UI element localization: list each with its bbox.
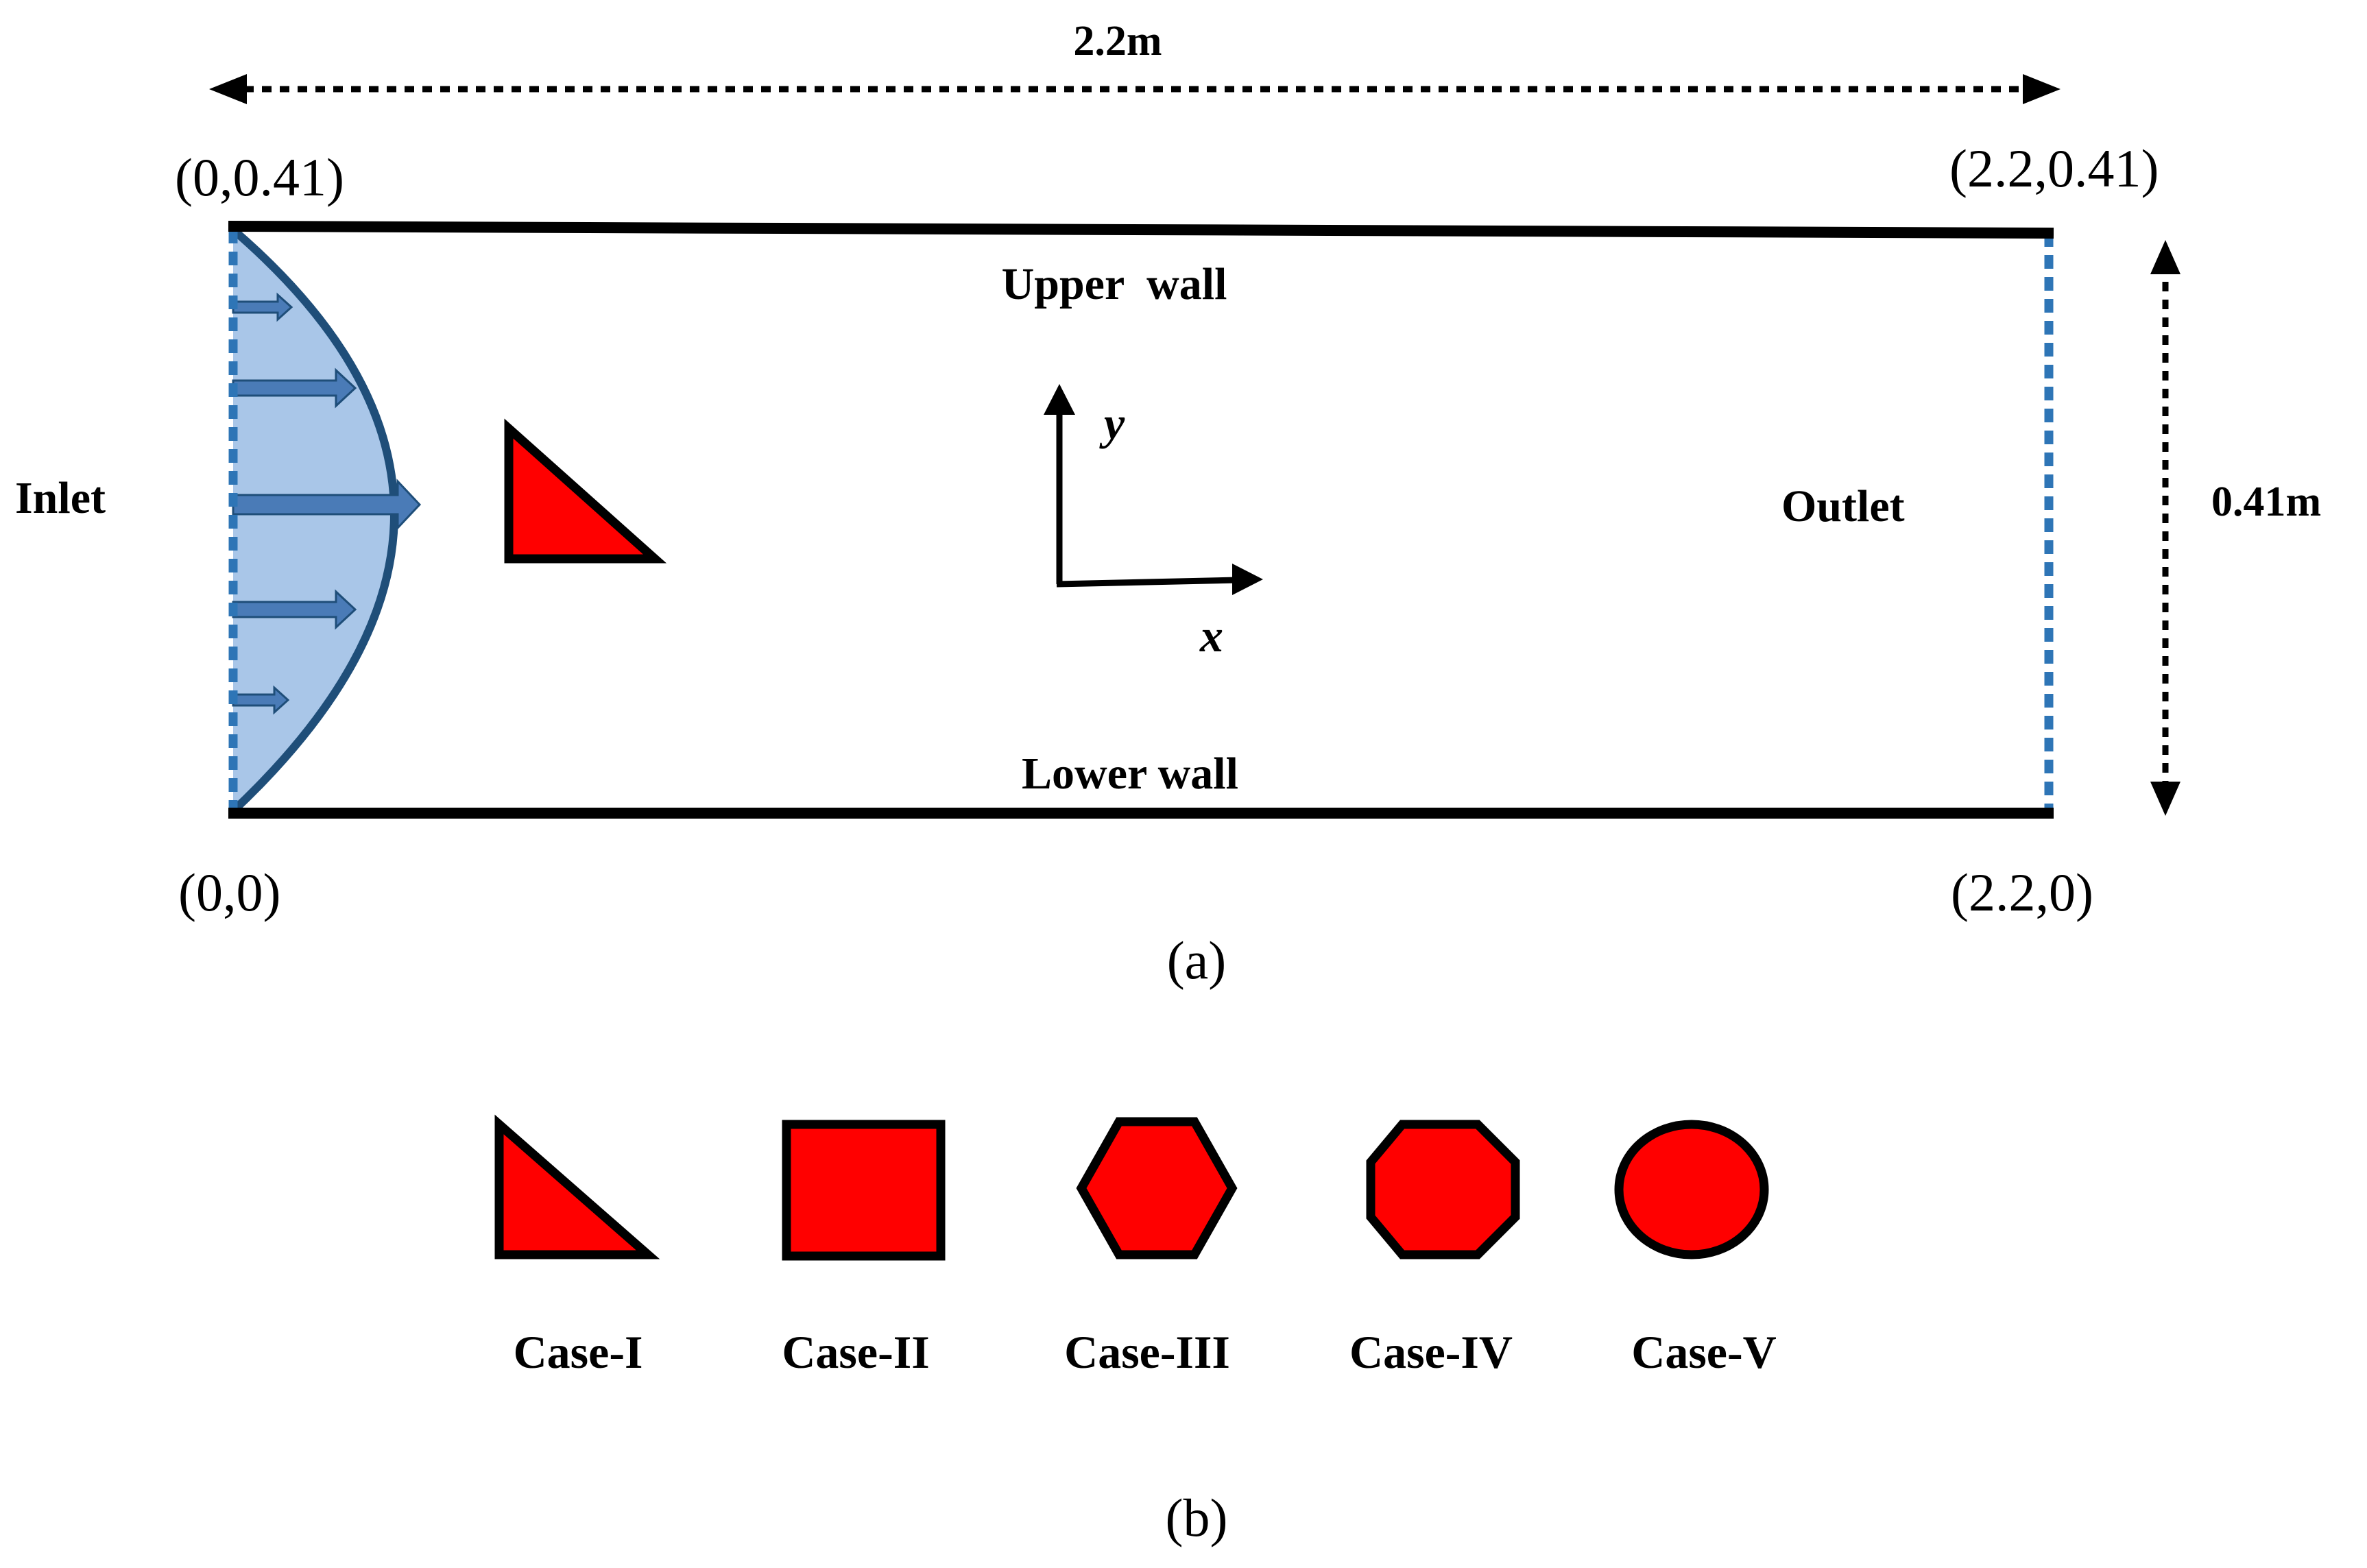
corner-label-bottom-left: (0,0) (178, 863, 280, 922)
panel-a: 2.2m (0,0.41) (2.2,0.41) (0,0) (2.2,0) U… (15, 18, 2321, 990)
velocity-arrow (232, 479, 422, 531)
panel-b: Case-I Case-II Case-III Case-IV Case-V (… (494, 1114, 1777, 1547)
velocity-arrows (232, 292, 422, 715)
corner-label-bottom-right: (2.2,0) (1951, 863, 2093, 922)
velocity-arrow (232, 589, 357, 630)
case-iii-shape (1076, 1117, 1238, 1259)
upper-wall-label: Upper wall (1002, 259, 1227, 309)
case-v-label: Case-V (1631, 1326, 1777, 1378)
width-dimension-label: 2.2m (1073, 18, 1162, 64)
case-ii-shape (782, 1120, 946, 1261)
corner-label-top-right: (2.2,0.41) (1949, 138, 2159, 198)
triangle-obstacle (504, 418, 667, 564)
outlet-label: Outlet (1781, 481, 1905, 531)
panel-a-caption: (a) (1167, 930, 1227, 990)
height-arrowhead-bottom (2150, 782, 2180, 816)
corner-label-top-left: (0,0.41) (175, 147, 344, 207)
case-i-label: Case-I (514, 1326, 643, 1378)
case-iv-shape (1366, 1120, 1520, 1259)
y-axis-label: y (1099, 397, 1125, 449)
lower-wall-label: Lower wall (1022, 749, 1238, 799)
case-iv-label: Case-IV (1349, 1326, 1513, 1378)
case-i-shape (494, 1114, 660, 1259)
case-iii-label: Case-III (1064, 1326, 1230, 1378)
x-axis-arrowhead (1232, 564, 1263, 595)
velocity-arrow (232, 367, 357, 409)
width-arrowhead-left (209, 74, 247, 104)
inlet-label: Inlet (15, 473, 106, 523)
velocity-arrow (232, 292, 293, 322)
x-axis-label: x (1199, 610, 1223, 662)
x-axis-arrow (1056, 577, 1238, 588)
panel-b-caption: (b) (1166, 1488, 1228, 1547)
height-arrowhead-top (2150, 240, 2180, 274)
width-arrowhead-right (2023, 74, 2060, 104)
upper-wall-line (228, 221, 2054, 239)
y-axis-arrowhead (1044, 384, 1075, 415)
case-ii-label: Case-II (782, 1326, 929, 1378)
case-v-shape (1614, 1120, 1769, 1259)
velocity-arrow (232, 685, 290, 715)
height-dimension-label: 0.41m (2211, 479, 2321, 525)
